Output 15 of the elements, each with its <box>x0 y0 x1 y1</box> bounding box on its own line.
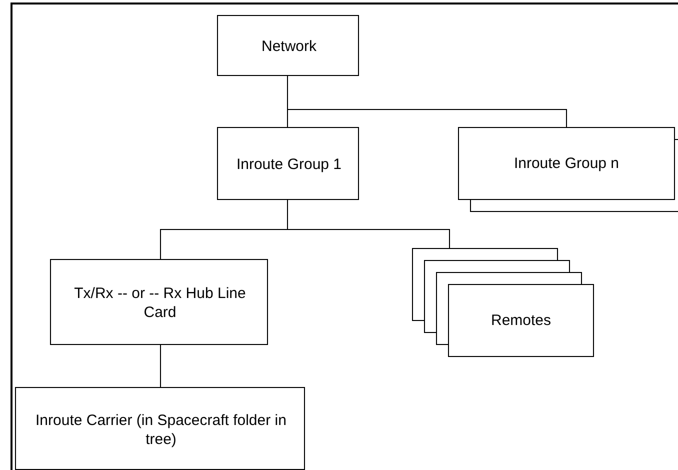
box <box>15 387 305 470</box>
box-label: Inroute Carrier (in Spacecraft folder in tree) <box>34 410 288 448</box>
box <box>217 15 359 76</box>
stacked-box <box>412 248 594 357</box>
stacked-box <box>458 127 678 212</box>
box-label: Network <box>261 37 316 56</box>
box <box>50 259 268 345</box>
box-label: Inroute Group 1 <box>236 155 342 174</box>
box-label: Remotes <box>490 311 552 330</box>
box-label: Tx/Rx -- or -- Rx Hub Line Card <box>73 284 247 322</box>
connector-line <box>287 76 567 128</box>
connector-line <box>287 200 450 248</box>
box <box>217 127 359 200</box>
connector-line <box>160 344 161 388</box>
box-label: Inroute Group n <box>514 154 620 173</box>
